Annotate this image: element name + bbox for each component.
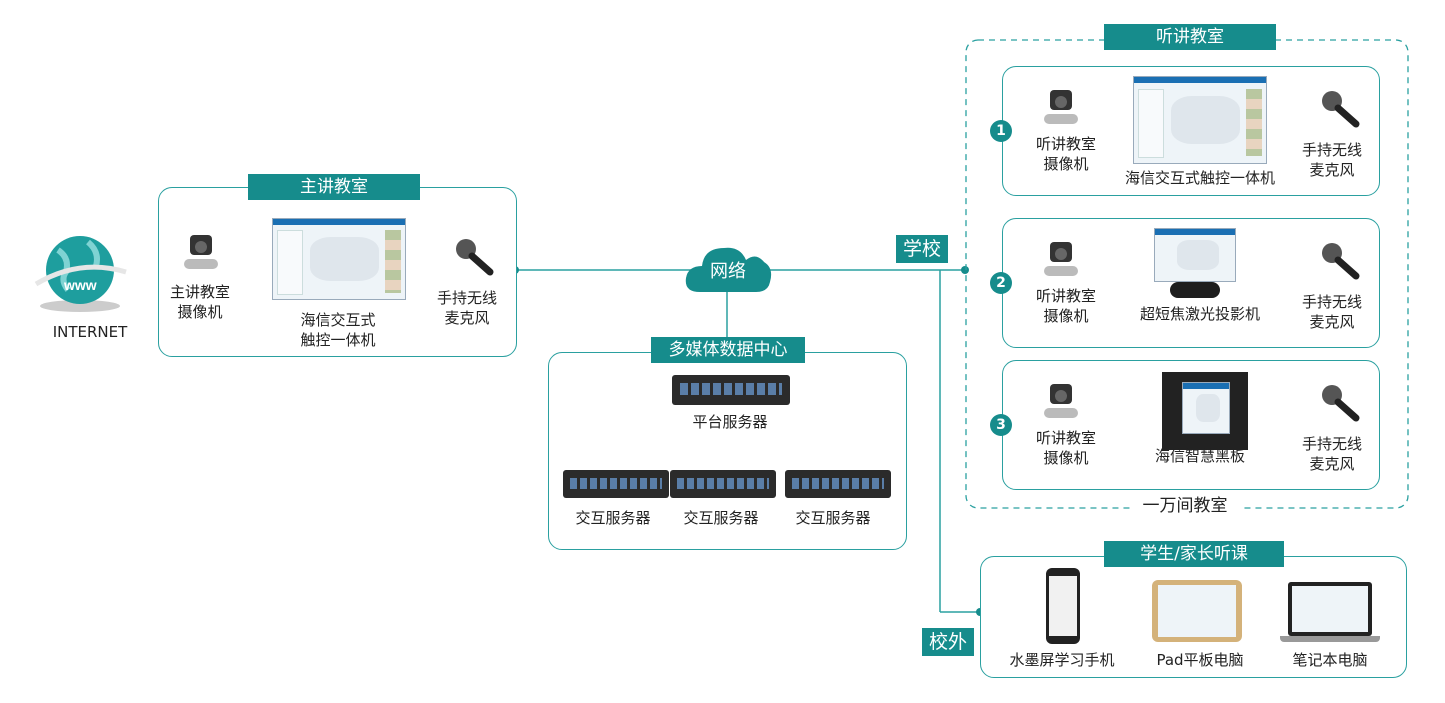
microphone-icon <box>1318 382 1360 422</box>
room-camera-label: 听讲教室摄像机 <box>1035 287 1096 325</box>
main-camera-label: 主讲教室摄像机 <box>169 283 230 321</box>
tablet-icon <box>1152 580 1242 642</box>
room-number-badge: 2 <box>990 272 1012 294</box>
room-display-label: 超短焦激光投影机 <box>1139 305 1260 323</box>
main-display-label: 海信交互式触控一体机 <box>300 311 376 349</box>
room-number-badge: 3 <box>990 414 1012 436</box>
camera-icon <box>1040 240 1082 280</box>
interactive-panel-image <box>272 218 406 300</box>
interactive-panel-image <box>1133 76 1267 164</box>
room-camera-label: 听讲教室摄像机 <box>1035 429 1096 467</box>
platform-server-label: 平台服务器 <box>692 413 768 431</box>
room-display-label: 海信交互式触控一体机 <box>1124 169 1275 187</box>
microphone-icon <box>1318 88 1360 128</box>
laptop-icon <box>1280 582 1380 644</box>
listening-group-title: 听讲教室 <box>1104 24 1276 50</box>
network-label: 网络 <box>710 261 746 282</box>
main-mic-label: 手持无线麦克风 <box>436 289 497 327</box>
device-label: Pad平板电脑 <box>1156 651 1244 669</box>
laser-projector-icon <box>1170 282 1220 298</box>
microphone-icon <box>452 236 494 276</box>
globe-www-icon: www <box>30 228 130 318</box>
projection-screen-image <box>1154 228 1236 282</box>
interactive-server-icon-2 <box>670 470 776 498</box>
room-number-badge: 1 <box>990 120 1012 142</box>
interactive-server-label: 交互服务器 <box>683 509 759 527</box>
camera-icon <box>1040 88 1082 128</box>
svg-text:www: www <box>63 277 97 293</box>
camera-icon <box>180 233 222 273</box>
room-camera-label: 听讲教室摄像机 <box>1035 135 1096 173</box>
device-label: 水墨屏学习手机 <box>1009 651 1115 669</box>
room-mic-label: 手持无线麦克风 <box>1301 141 1362 179</box>
offcampus-tag: 校外 <box>922 628 974 656</box>
internet-label: INTERNET <box>52 323 128 341</box>
interactive-server-icon-1 <box>563 470 669 498</box>
interactive-server-label: 交互服务器 <box>795 509 871 527</box>
microphone-icon <box>1318 240 1360 280</box>
students-title: 学生/家长听课 <box>1104 541 1284 567</box>
phone-icon <box>1046 568 1080 644</box>
device-label: 笔记本电脑 <box>1292 651 1368 669</box>
platform-server-icon <box>672 375 790 405</box>
interactive-server-label: 交互服务器 <box>575 509 651 527</box>
school-tag: 学校 <box>896 235 948 263</box>
interactive-server-icon-3 <box>785 470 891 498</box>
room-display-label: 海信智慧黑板 <box>1154 447 1245 465</box>
data-center-title: 多媒体数据中心 <box>651 337 805 363</box>
listening-group-footer: 一万间教室 <box>1130 496 1240 516</box>
room-mic-label: 手持无线麦克风 <box>1301 435 1362 473</box>
main-classroom-title: 主讲教室 <box>248 174 420 200</box>
smart-blackboard-image <box>1162 372 1248 450</box>
camera-icon <box>1040 382 1082 422</box>
cloud-icon <box>682 238 774 296</box>
room-mic-label: 手持无线麦克风 <box>1301 293 1362 331</box>
